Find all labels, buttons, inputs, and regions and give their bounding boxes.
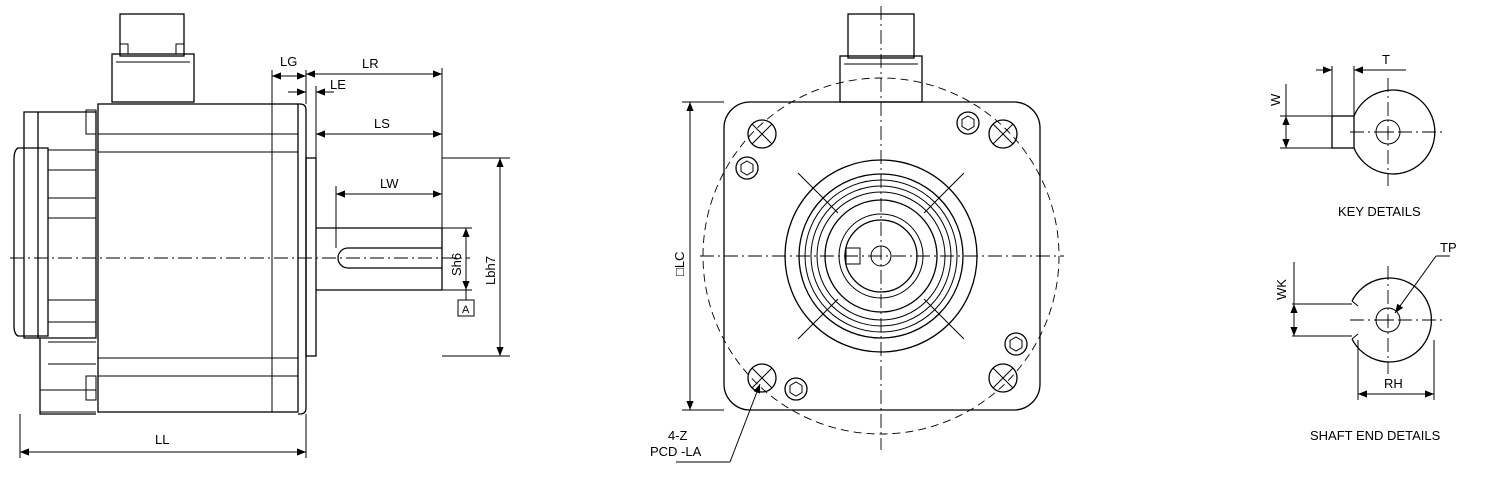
le-label: LE — [330, 77, 346, 92]
mounting-hole-tr — [988, 119, 1018, 149]
sh6-label: Sh6 — [449, 253, 464, 276]
lg-label: LG — [280, 54, 297, 69]
key-t-label: T — [1382, 52, 1390, 67]
ls-label: LS — [374, 116, 390, 131]
rh-label: RH — [1384, 376, 1403, 391]
side-view: LG LR LE LS LW Sh6 A Lbh7 LL — [10, 13, 510, 458]
key-details-view: T W KEY DETAILS — [1268, 52, 1446, 219]
lr-label: LR — [362, 56, 379, 71]
ll-label: LL — [155, 432, 169, 447]
pcd-label: PCD -LA — [650, 444, 702, 459]
datum-a-label: A — [462, 304, 470, 316]
shaft-end-details-caption: SHAFT END DETAILS — [1310, 428, 1441, 443]
key-w-label: W — [1268, 93, 1283, 106]
hole-count-label: 4-Z — [668, 428, 688, 443]
mounting-hole-br — [988, 363, 1018, 393]
lw-label: LW — [380, 176, 399, 191]
hex-bolt-4 — [784, 377, 808, 401]
tp-label: TP — [1440, 240, 1457, 255]
lbh7-label: Lbh7 — [483, 256, 498, 285]
wk-label: WK — [1274, 279, 1289, 300]
shaft-end-details-view: WK TP RH SHAFT END DETAILS — [1274, 240, 1457, 443]
front-view: □LC 4-Z PCD -LA — [650, 6, 1064, 463]
hex-bolt-3 — [1004, 332, 1028, 356]
key-details-caption: KEY DETAILS — [1338, 204, 1421, 219]
mounting-hole-tl — [747, 119, 777, 149]
lc-label: □LC — [672, 252, 687, 276]
hex-bolt-1 — [735, 156, 759, 180]
hex-bolt-2 — [956, 111, 980, 135]
